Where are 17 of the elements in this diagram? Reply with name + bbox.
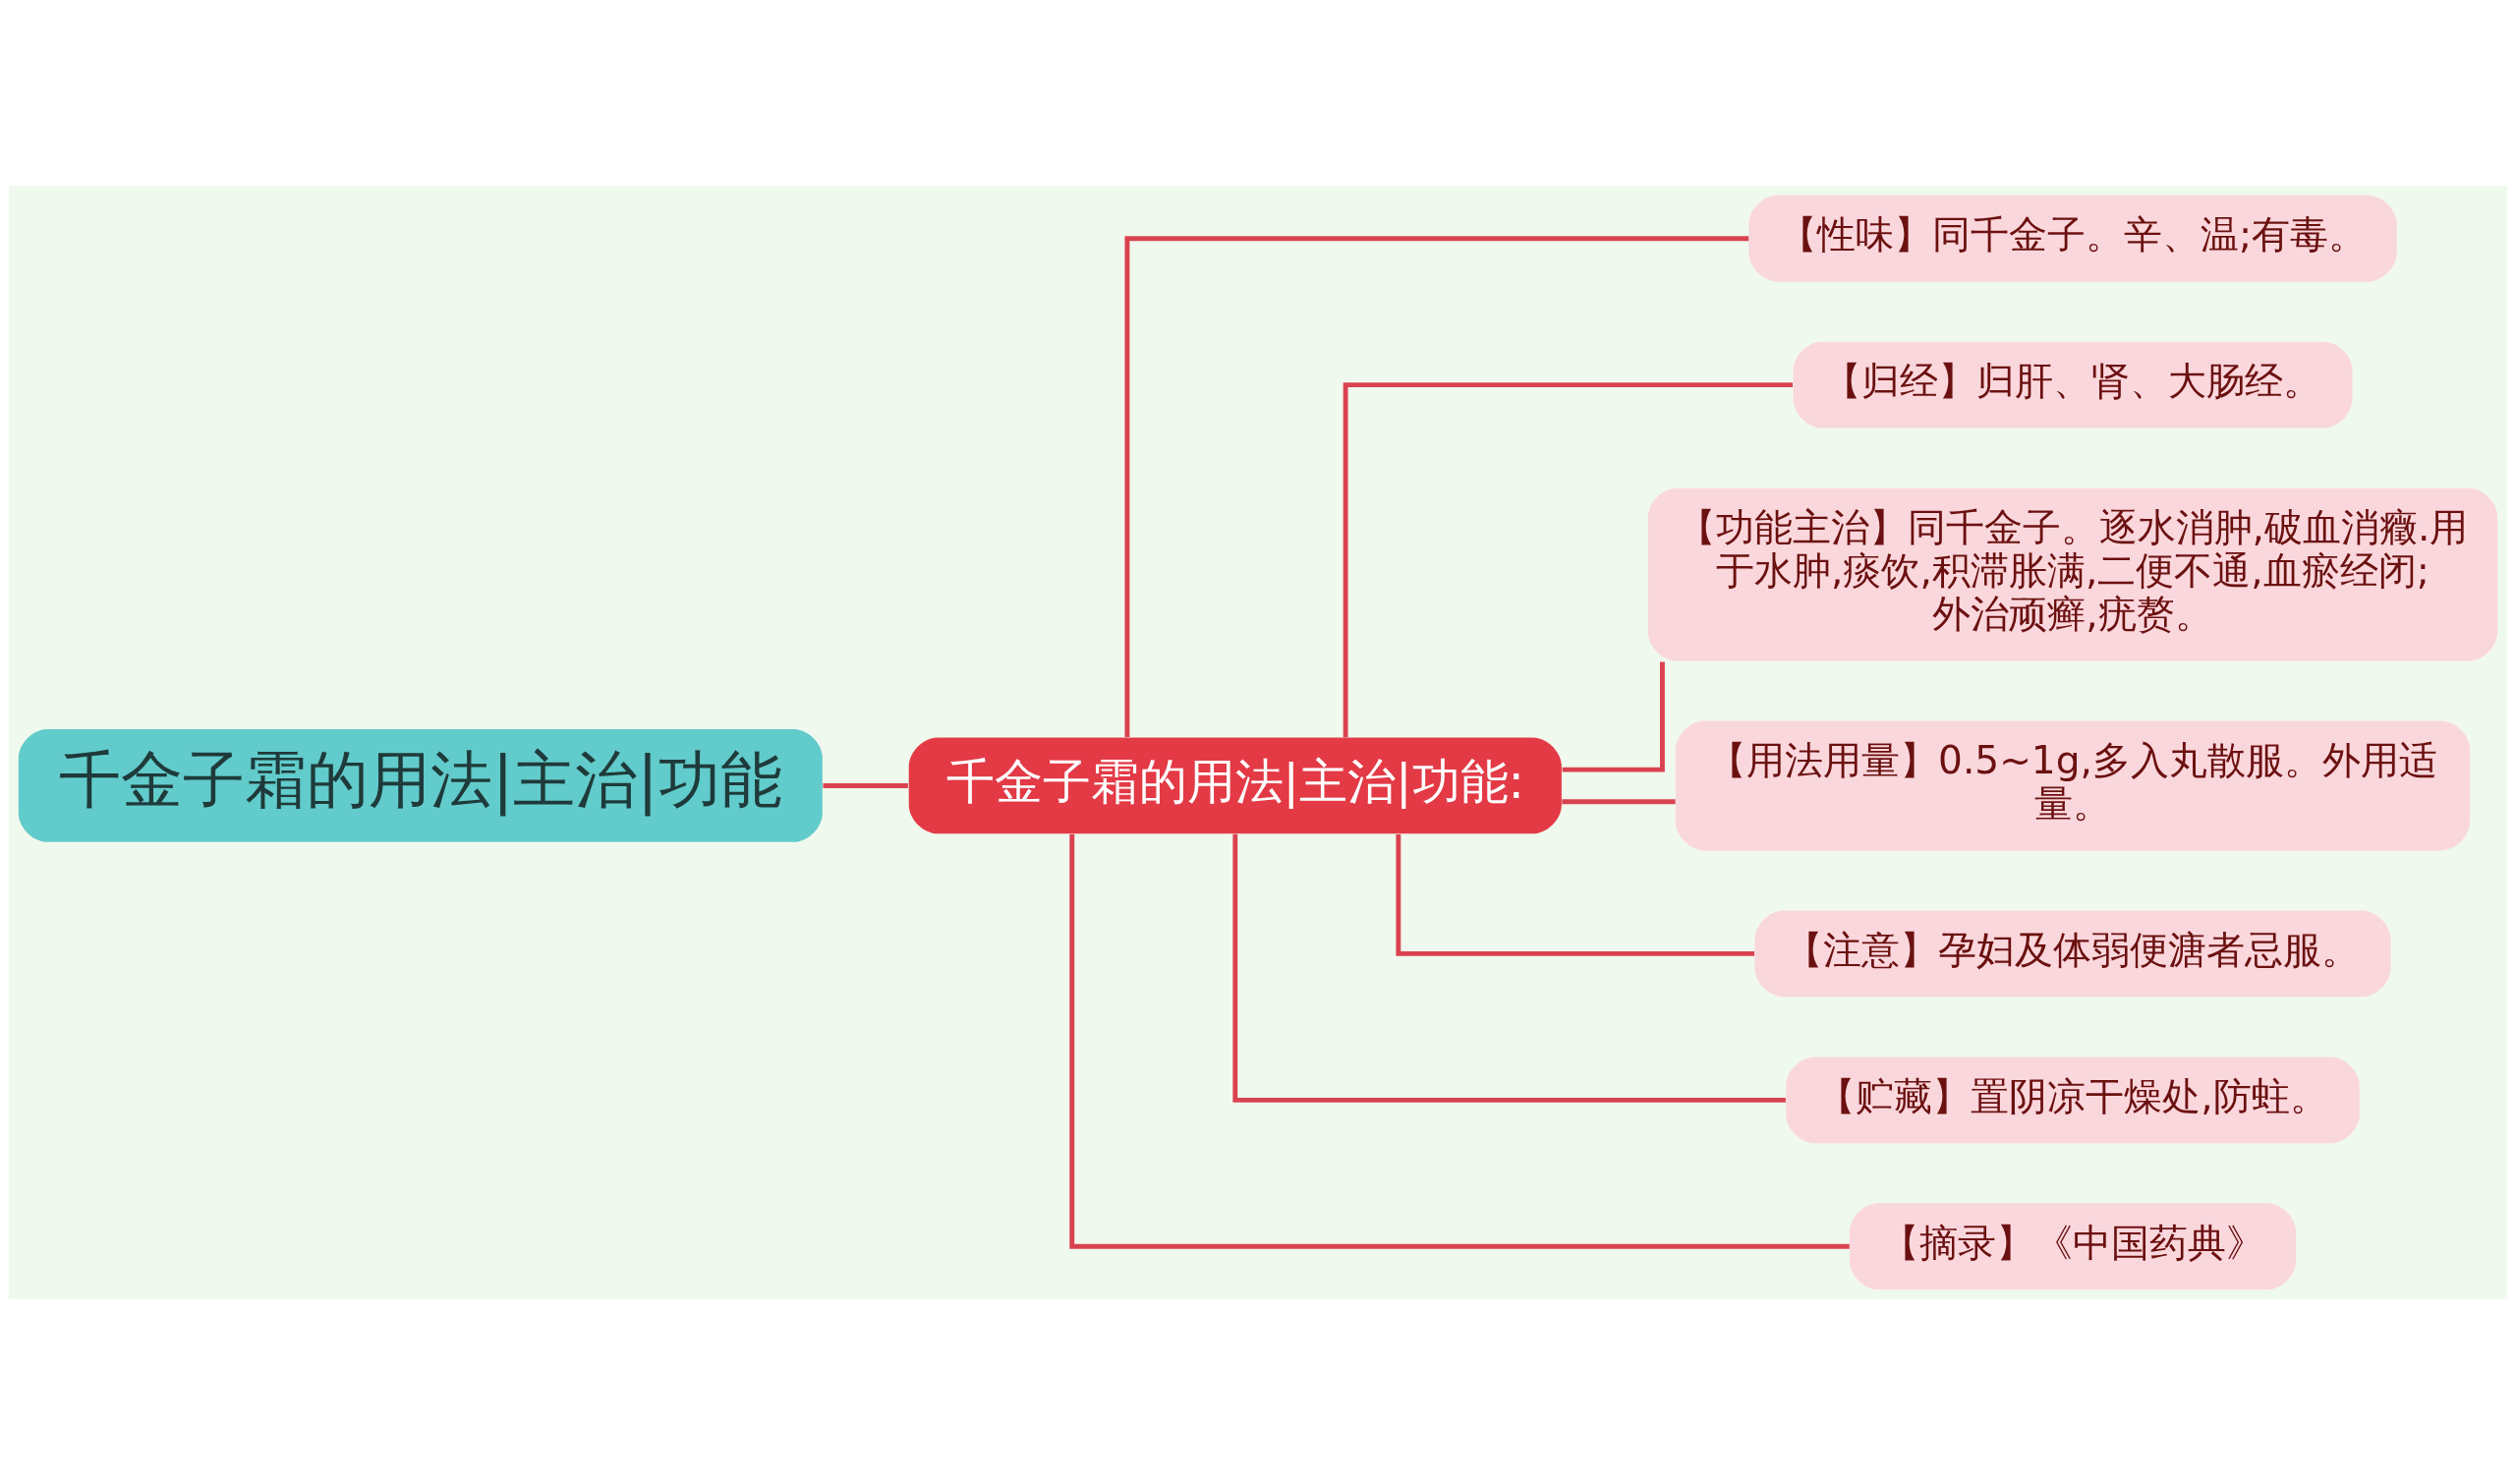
node-box: 【归经】归肝、肾、大肠经。 (1793, 341, 2353, 428)
node-box: 【用法用量】0.5~1g,多入丸散服。外用适量。 (1675, 720, 2471, 850)
node-box: 【摘录】《中国药典》 (1849, 1202, 2297, 1289)
connector (1396, 833, 1754, 956)
node-box: 千金子霜的用法|主治|功能: (908, 737, 1562, 833)
node-box: 千金子霜的用法|主治|功能 (18, 728, 823, 842)
connector (1069, 833, 1850, 1249)
connector (1124, 235, 1749, 737)
node-box: 【注意】孕妇及体弱便溏者忌服。 (1754, 909, 2391, 997)
connector (1232, 833, 1786, 1103)
node-box: 【性味】同千金子。辛、温;有毒。 (1748, 195, 2397, 282)
connector (1343, 381, 1793, 737)
connector (823, 782, 908, 788)
connector (1562, 798, 1676, 804)
connector (1562, 660, 1665, 772)
node-box: 【功能主治】同千金子。逐水消肿,破血消癥.用于水肿,痰饮,积滞胀满,二便不通,血瘀经闭;外治顽癣,疣赘。 (1647, 487, 2498, 660)
node-box: 【贮藏】置阴凉干燥处,防蛀。 (1786, 1056, 2360, 1143)
